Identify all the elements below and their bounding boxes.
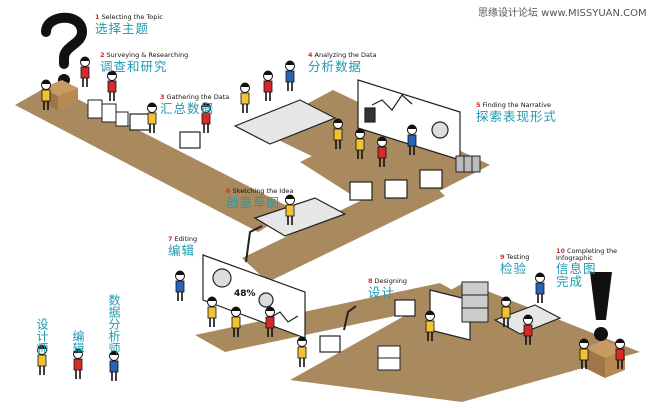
step-6-zh: 创意草图 [226, 194, 281, 210]
designer-figure [285, 194, 295, 225]
step-7-en: Editing [174, 235, 198, 243]
designer-figure [425, 310, 435, 341]
legend-designer-label: 设计师 [35, 318, 49, 354]
step-1-number: 1 [95, 13, 100, 21]
legend-analyst-label: 数据分析师 [107, 294, 121, 354]
editing-board [202, 254, 306, 339]
watermark: 思缘设计论坛 www.MISSYUAN.COM [478, 8, 647, 19]
paper-stack [87, 99, 129, 127]
designer-figure [37, 344, 47, 375]
step-10-number: 10 [556, 247, 566, 255]
step-8-number: 8 [368, 277, 373, 285]
step-9-zh: 检验 [500, 260, 528, 276]
step-6-number: 6 [226, 187, 231, 195]
legend-editor-label: 编辑 [71, 330, 85, 354]
step-10-zh: 信息图完成 [556, 261, 597, 289]
designer-figure [207, 296, 217, 327]
designer-figure [297, 336, 307, 367]
designer-figure [333, 118, 343, 149]
editor-figure [80, 56, 90, 87]
step-8-zh: 设计 [368, 284, 396, 300]
people-figures [37, 56, 625, 381]
step-9-number: 9 [500, 253, 505, 261]
editor-figure [201, 102, 211, 133]
step-1-en: Selecting the Topic [101, 13, 163, 21]
board-percent: 48% [234, 289, 256, 299]
editor-figure [377, 136, 387, 167]
designer-figure [147, 102, 157, 133]
lamps [245, 225, 357, 331]
step-5-en: Finding the Narrative [482, 101, 551, 109]
step-10-en: Completing the Infographic [556, 247, 618, 262]
floor-top [15, 85, 295, 232]
shelf [461, 281, 489, 323]
step-5-number: 5 [476, 101, 481, 109]
editor-figure [265, 306, 275, 337]
binders [455, 155, 481, 173]
editor-figure [263, 70, 273, 101]
designer-figure [240, 82, 250, 113]
step-5-zh: 探索表现形式 [476, 108, 558, 124]
step-7-number: 7 [168, 235, 173, 243]
step-7-zh: 编辑 [168, 242, 196, 258]
step-4-en: Analyzing the Data [314, 51, 377, 59]
floor-bottom-right [290, 282, 640, 402]
designer-figure [231, 306, 241, 337]
step-3-en: Gathering the Data [166, 93, 230, 101]
question-mark-icon [41, 12, 88, 86]
designer-figure [579, 338, 589, 369]
step-3-number: 3 [160, 93, 165, 101]
analyst-figure [535, 272, 545, 303]
step-4-number: 4 [308, 51, 313, 59]
editor-figure [107, 70, 117, 101]
step-2-number: 2 [100, 51, 105, 59]
analyst-figure [109, 350, 119, 381]
designer-figure [41, 79, 51, 110]
step-3-zh: 汇总数据 [160, 100, 215, 116]
step-6-en: Sketching the Idea [232, 187, 294, 195]
step-9-en: Testing [506, 253, 530, 261]
open-box [585, 340, 625, 378]
designer-figure [355, 128, 365, 159]
editor-figure [615, 338, 625, 369]
designer-figure [501, 296, 511, 327]
analyst-figure [175, 270, 185, 301]
analyst-figure [285, 60, 295, 91]
files-cabinet [377, 345, 401, 371]
step-8-en: Designing [374, 277, 408, 285]
step-2-en: Surveying & Researching [106, 51, 189, 59]
step-2-zh: 调查和研究 [100, 58, 168, 74]
editor-figure [73, 348, 83, 379]
monitors [129, 113, 443, 353]
step-4-zh: 分析数据 [308, 58, 363, 74]
exclamation-icon [590, 272, 612, 341]
step-1-zh: 选择主题 [95, 20, 150, 36]
editor-figure [523, 314, 533, 345]
analyst-figure [407, 124, 417, 155]
floor-middle [242, 172, 445, 282]
